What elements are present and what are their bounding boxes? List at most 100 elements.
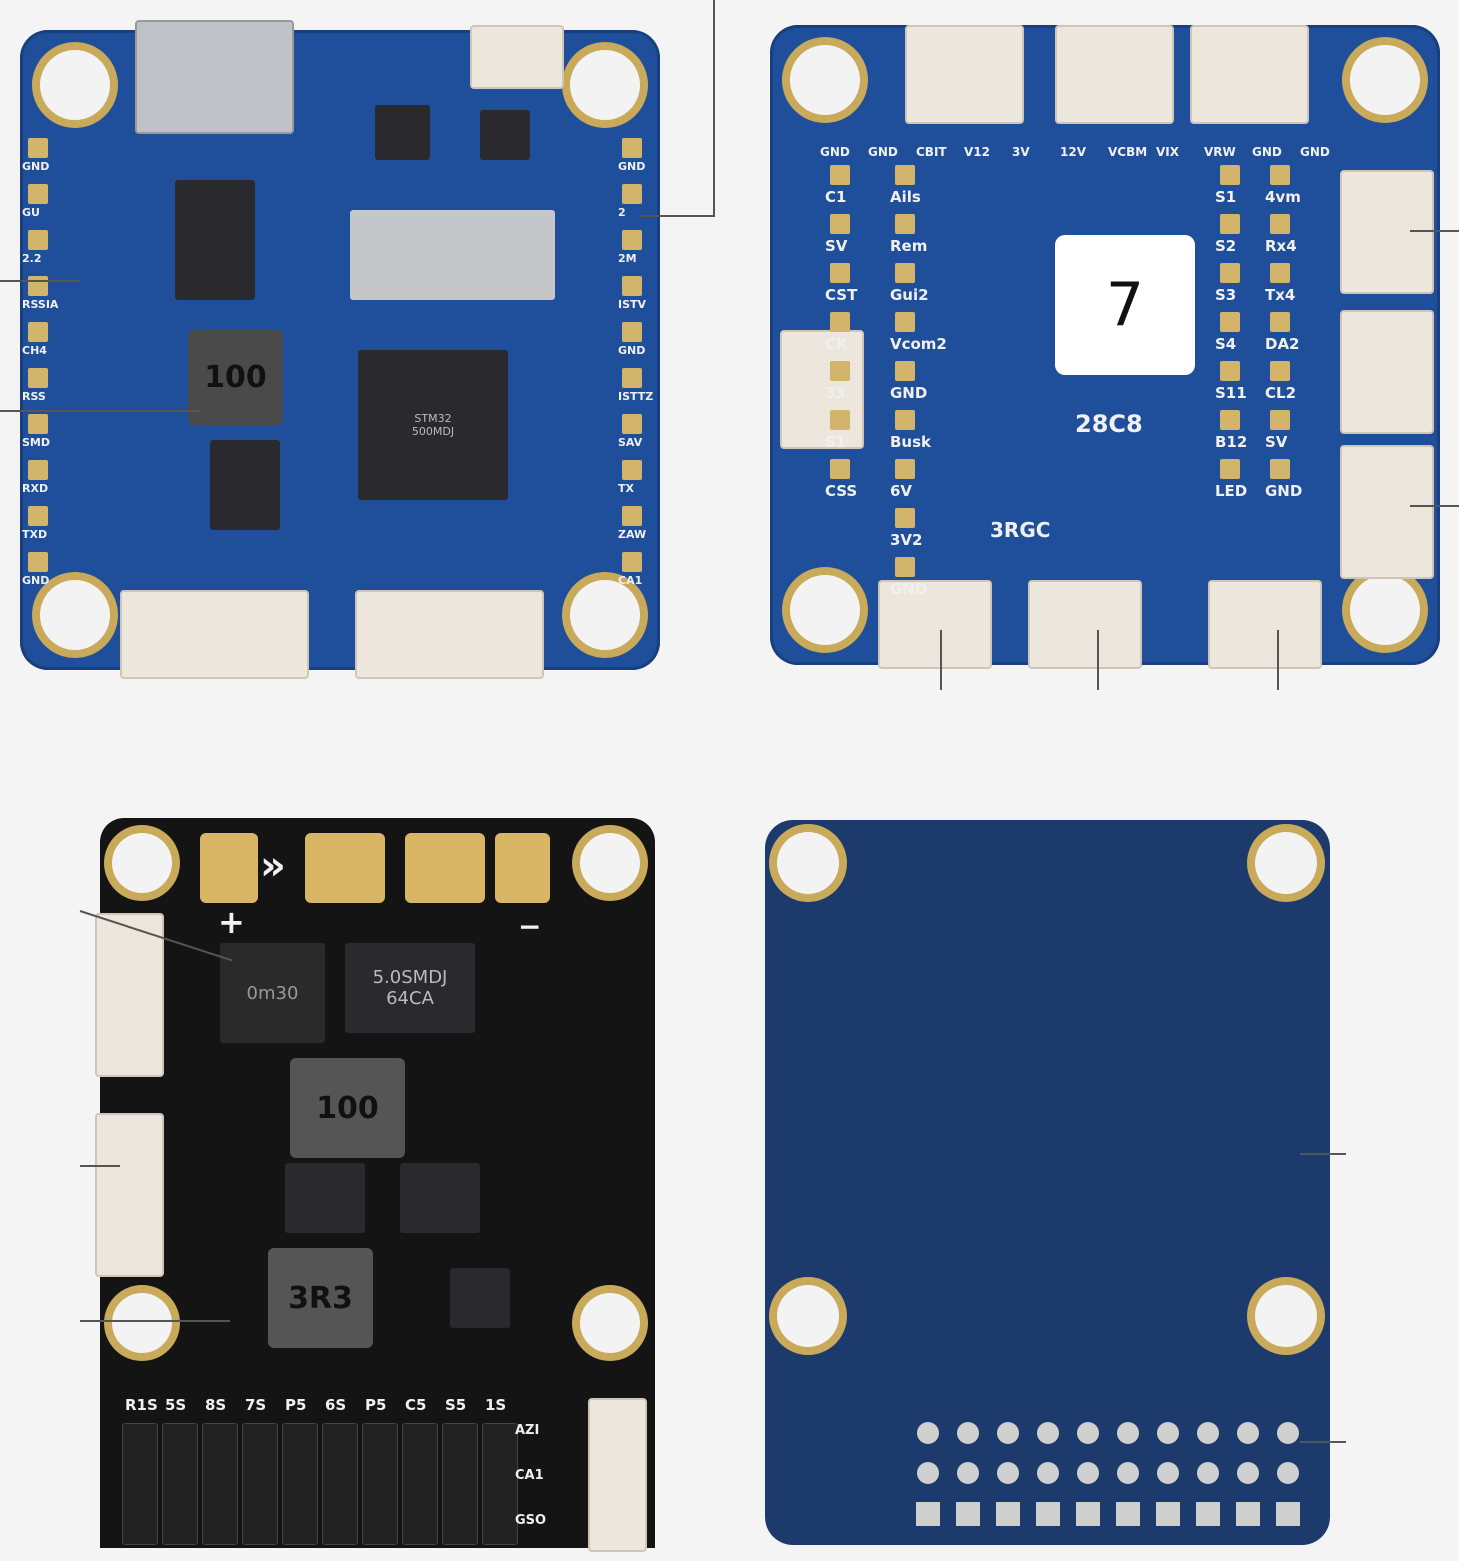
header-pin: [122, 1423, 158, 1545]
pad-label: Gui2: [890, 286, 929, 304]
solder-pad: [28, 368, 48, 388]
pad-label: GND: [618, 344, 646, 357]
callout-line: [1300, 1153, 1346, 1155]
battery-pad: [495, 833, 550, 903]
pad-label: GND: [868, 145, 898, 159]
mount-hole: [570, 50, 640, 120]
pad-label: 2M: [618, 252, 637, 265]
chip: [210, 440, 280, 530]
solder-pad: [622, 276, 642, 296]
pad-label: LED: [1215, 482, 1248, 500]
through-hole-pin: [1157, 1422, 1179, 1444]
pad-label: VCBM: [1108, 145, 1148, 159]
solder-pad: [28, 460, 48, 480]
solder-pad: [622, 552, 642, 572]
plus-mark: +: [218, 903, 245, 941]
solder-pad: [895, 312, 915, 332]
square-pin: [1196, 1502, 1220, 1526]
mount-hole: [570, 580, 640, 650]
pad-label: GND: [890, 384, 928, 402]
arrow-mark: »: [260, 843, 286, 889]
solder-pad: [28, 414, 48, 434]
solder-pad: [1220, 165, 1240, 185]
pad-label: GND: [890, 580, 928, 598]
pad-label: 6V: [890, 482, 913, 500]
inductor: 100: [290, 1058, 405, 1158]
callout-line: [80, 1165, 120, 1167]
through-hole-pin: [1037, 1462, 1059, 1484]
mount-hole: [1350, 575, 1420, 645]
pad-label: ISTTZ: [618, 390, 654, 403]
through-hole-pin: [917, 1462, 939, 1484]
header-pin: [242, 1423, 278, 1545]
pad-label: CH4: [22, 344, 47, 357]
connector: [905, 25, 1024, 124]
mount-hole: [40, 580, 110, 650]
solder-pad: [830, 263, 850, 283]
solder-pad: [622, 368, 642, 388]
pad-label: SV: [1265, 433, 1288, 451]
pad-label: CK: [825, 335, 848, 353]
callout-line: [0, 410, 200, 412]
solder-pad: [622, 138, 642, 158]
pad-label: GU: [22, 206, 40, 219]
solder-pad: [1270, 263, 1290, 283]
pad-label: CSS: [825, 482, 858, 500]
square-pin: [1276, 1502, 1300, 1526]
pad-label: CA1: [515, 1468, 544, 1483]
battery-pad: [200, 833, 258, 903]
pad-label: Busk: [890, 433, 932, 451]
through-hole-pin: [1277, 1422, 1299, 1444]
through-hole-pin: [1237, 1422, 1259, 1444]
connector: [1055, 25, 1174, 124]
pad-label: C1: [825, 188, 847, 206]
solder-pad: [1270, 410, 1290, 430]
through-hole-pin: [1037, 1422, 1059, 1444]
mount-hole: [790, 45, 860, 115]
square-pin: [1156, 1502, 1180, 1526]
header-pin: [162, 1423, 198, 1545]
through-hole-pin: [997, 1462, 1019, 1484]
solder-pad: [622, 230, 642, 250]
square-pin: [1116, 1502, 1140, 1526]
pad-label: SMD: [22, 436, 50, 449]
board-code: 28C8: [1075, 410, 1143, 438]
connector: [1340, 445, 1434, 579]
pad-label: 12V: [1060, 145, 1086, 159]
solder-pad: [622, 184, 642, 204]
chip: [175, 180, 255, 300]
pad-label: S11: [1215, 384, 1247, 402]
mount-hole: [790, 575, 860, 645]
through-hole-pin: [1077, 1422, 1099, 1444]
connector: [1208, 580, 1322, 669]
callout-line: [713, 0, 715, 217]
pdb-bottom: [765, 820, 1330, 1545]
solder-pad: [895, 557, 915, 577]
pad-label: GSO: [515, 1513, 547, 1528]
mount-hole: [112, 1293, 172, 1353]
connector: [95, 1113, 164, 1277]
solder-pad: [1270, 312, 1290, 332]
pad-label: DA2: [1265, 335, 1300, 353]
pad-label: GND: [1300, 145, 1330, 159]
mcu-chip: STM32 500MDJ: [358, 350, 508, 500]
mount-hole: [777, 832, 839, 894]
connector: [120, 590, 309, 679]
pad-label: 3V: [1012, 145, 1030, 159]
pad-label: VIX: [1156, 145, 1180, 159]
solder-pad: [1220, 361, 1240, 381]
pad-label: 4vm: [1265, 188, 1301, 206]
solder-pad: [622, 460, 642, 480]
mount-hole: [1255, 1285, 1317, 1347]
solder-pad: [895, 263, 915, 283]
header-pin: [202, 1423, 238, 1545]
pad-label: SAV: [618, 436, 643, 449]
solder-pad: [830, 165, 850, 185]
solder-pad: [28, 322, 48, 342]
mount-hole: [40, 50, 110, 120]
solder-pad: [830, 312, 850, 332]
header-pin: [402, 1423, 438, 1545]
pad-label: GND: [1265, 482, 1303, 500]
